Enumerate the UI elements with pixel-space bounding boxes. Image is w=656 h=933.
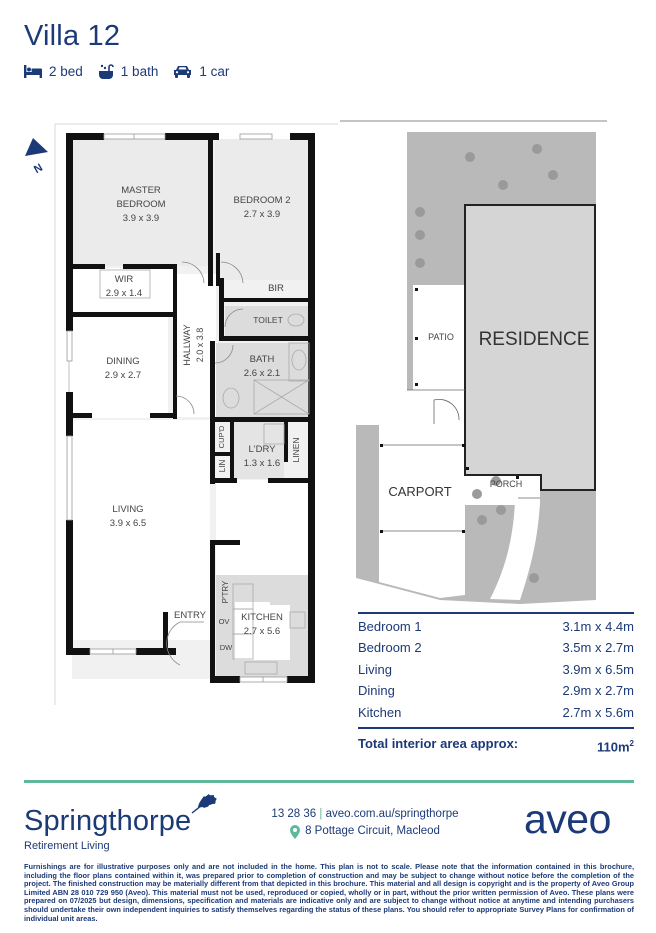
room-size: 3.1m x 4.4m xyxy=(562,618,634,634)
separator: | xyxy=(319,808,323,820)
svg-text:TOILET: TOILET xyxy=(253,315,283,325)
svg-text:BIR: BIR xyxy=(268,283,284,294)
site-plan: RESIDENCE PATIO CARPORT PORCH xyxy=(340,120,607,604)
svg-text:ENTRY: ENTRY xyxy=(174,610,207,621)
contact-info: 13 28 36 | aveo.com.au/springthorpe 8 Po… xyxy=(245,806,485,840)
oak-leaf-icon xyxy=(191,794,217,814)
table-row: Bedroom 1 3.1m x 4.4m xyxy=(358,616,634,638)
address-line: 8 Pottage Circuit, Macleod xyxy=(245,823,485,840)
svg-text:2.0 x 3.8: 2.0 x 3.8 xyxy=(195,328,205,363)
address-text: 8 Pottage Circuit, Macleod xyxy=(305,825,440,837)
table-row: Dining 2.9m x 2.7m xyxy=(358,680,634,702)
page-title: Villa 12 xyxy=(24,20,121,52)
feature-bed: 2 bed xyxy=(24,64,83,79)
feature-car: 1 car xyxy=(173,64,229,79)
svg-text:WIR: WIR xyxy=(115,274,134,285)
brand-name: Springthorpe xyxy=(24,805,192,837)
room-size: 3.5m x 2.7m xyxy=(562,640,634,656)
north-arrow-icon: N xyxy=(25,138,48,176)
footer-divider xyxy=(24,780,634,783)
table-top-rule xyxy=(358,612,634,614)
map-pin-icon xyxy=(290,824,301,839)
svg-text:1.3 x 1.6: 1.3 x 1.6 xyxy=(244,458,280,469)
table-bottom-rule xyxy=(358,727,634,729)
room-size: 2.9m x 2.7m xyxy=(562,683,634,699)
svg-text:BEDROOM: BEDROOM xyxy=(116,199,165,210)
svg-text:2.9 x 1.4: 2.9 x 1.4 xyxy=(106,288,142,299)
room-size: 2.7m x 5.6m xyxy=(562,704,634,720)
svg-text:HALLWAY: HALLWAY xyxy=(182,324,192,365)
svg-text:3.9 x 3.9: 3.9 x 3.9 xyxy=(123,213,159,224)
svg-text:PORCH: PORCH xyxy=(490,479,523,489)
table-row: Kitchen 2.7m x 5.6m xyxy=(358,702,634,724)
website-link[interactable]: aveo.com.au/springthorpe xyxy=(325,808,459,820)
svg-text:2.7 x 5.6: 2.7 x 5.6 xyxy=(244,626,280,637)
bed-icon xyxy=(24,65,42,78)
svg-text:N: N xyxy=(32,162,45,176)
room-name: Kitchen xyxy=(358,704,402,720)
aveo-logo: aveo xyxy=(524,796,611,842)
feature-bath-label: 1 bath xyxy=(120,64,159,79)
svg-text:DW: DW xyxy=(220,643,233,652)
feature-car-label: 1 car xyxy=(199,64,230,79)
floor-plan: N xyxy=(25,123,338,705)
svg-text:BATH: BATH xyxy=(250,354,275,365)
feature-bath: 1 bath xyxy=(98,64,159,79)
total-area-row: Total interior area approx: 110m2 xyxy=(358,733,634,758)
svg-text:DINING: DINING xyxy=(106,356,139,367)
springthorpe-logo: Springthorpe Retirement Living xyxy=(24,805,191,852)
bath-icon xyxy=(98,64,114,79)
table-row: Bedroom 2 3.5m x 2.7m xyxy=(358,637,634,659)
svg-text:MASTER: MASTER xyxy=(121,185,161,196)
feature-list: 2 bed 1 bath 1 car xyxy=(24,64,244,79)
phone-link[interactable]: 13 28 36 xyxy=(271,808,317,820)
table-row: Living 3.9m x 6.5m xyxy=(358,659,634,681)
contact-line: 13 28 36 | aveo.com.au/springthorpe xyxy=(245,806,485,823)
room-name: Living xyxy=(358,661,392,677)
room-name: Dining xyxy=(358,683,395,699)
room-name: Bedroom 2 xyxy=(358,640,422,656)
svg-text:P'TRY: P'TRY xyxy=(221,580,230,603)
svg-text:3.9 x 6.5: 3.9 x 6.5 xyxy=(110,518,146,529)
total-area-label: Total interior area approx: xyxy=(358,735,519,751)
svg-text:2.7 x 3.9: 2.7 x 3.9 xyxy=(244,209,280,220)
car-icon xyxy=(174,66,192,78)
total-area-value: 110m2 xyxy=(597,738,634,755)
svg-text:LIN: LIN xyxy=(218,460,227,473)
svg-text:LIVING: LIVING xyxy=(112,504,143,515)
room-sizes-table: Bedroom 1 3.1m x 4.4m Bedroom 2 3.5m x 2… xyxy=(358,612,634,758)
disclaimer-text: Furnishings are for illustrative purpose… xyxy=(24,862,634,923)
feature-bed-label: 2 bed xyxy=(49,64,83,79)
svg-text:CARPORT: CARPORT xyxy=(388,484,451,499)
svg-text:L'DRY: L'DRY xyxy=(249,444,277,455)
svg-text:PATIO: PATIO xyxy=(428,332,454,342)
room-size: 3.9m x 6.5m xyxy=(562,661,634,677)
room-name: Bedroom 1 xyxy=(358,618,422,634)
svg-text:BEDROOM 2: BEDROOM 2 xyxy=(233,195,290,206)
svg-text:2.6 x 2.1: 2.6 x 2.1 xyxy=(244,368,280,379)
svg-text:2.9 x 2.7: 2.9 x 2.7 xyxy=(105,370,141,381)
svg-text:KITCHEN: KITCHEN xyxy=(241,612,283,623)
svg-text:CUP'D: CUP'D xyxy=(217,425,226,448)
svg-text:LINEN: LINEN xyxy=(291,437,301,462)
brand-subtitle: Retirement Living xyxy=(24,840,110,852)
svg-text:RESIDENCE: RESIDENCE xyxy=(479,329,590,350)
svg-text:OV: OV xyxy=(219,617,230,626)
